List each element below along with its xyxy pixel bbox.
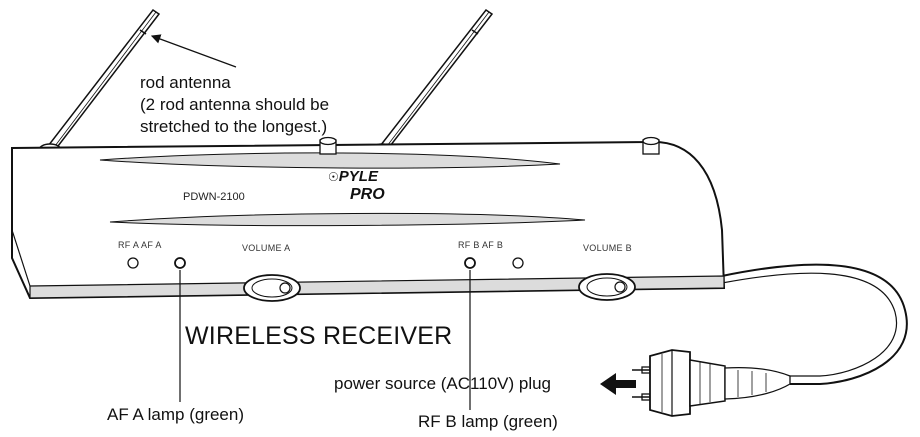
volume-b-label: VOLUME B [583,243,632,253]
af-a-lamp-label: AF A lamp (green) [107,405,245,424]
power-cable [721,263,908,385]
af-a-lamp-dot [174,257,186,269]
arrow-left-icon [600,373,636,395]
rf-b-af-b-label: RF B AF B [458,240,504,250]
brand-line1: PYLE [338,168,378,185]
brand-line2: PRO [350,186,385,203]
rf-a-lamp [127,257,139,269]
volume-a-knob[interactable] [243,274,301,302]
antenna-b [370,8,494,157]
antenna-note-line2: stretched to the longest.) [140,117,328,136]
af-b-lamp [512,257,524,269]
antenna-leader-line [150,34,237,68]
volume-b-knob[interactable] [578,273,636,301]
rf-b-lamp-dot [464,257,476,269]
antenna-note-line1: (2 rod antenna should be [140,95,330,114]
rf-a-af-a-label: RF A AF A [118,240,162,250]
power-plug-icon [632,349,791,417]
model-number: PDWN-2100 [183,191,245,203]
volume-a-label: VOLUME A [242,243,291,253]
receiver-body [11,136,726,300]
device-name: WIRELESS RECEIVER [185,322,453,350]
power-plug-label: power source (AC110V) plug [334,374,552,393]
rod-antenna-label: rod antenna [140,73,231,92]
swirl-logo-icon: ☉ [328,170,339,184]
brand-logo: ☉PYLE PRO [328,168,385,204]
rf-b-lamp-label: RF B lamp (green) [418,412,558,431]
